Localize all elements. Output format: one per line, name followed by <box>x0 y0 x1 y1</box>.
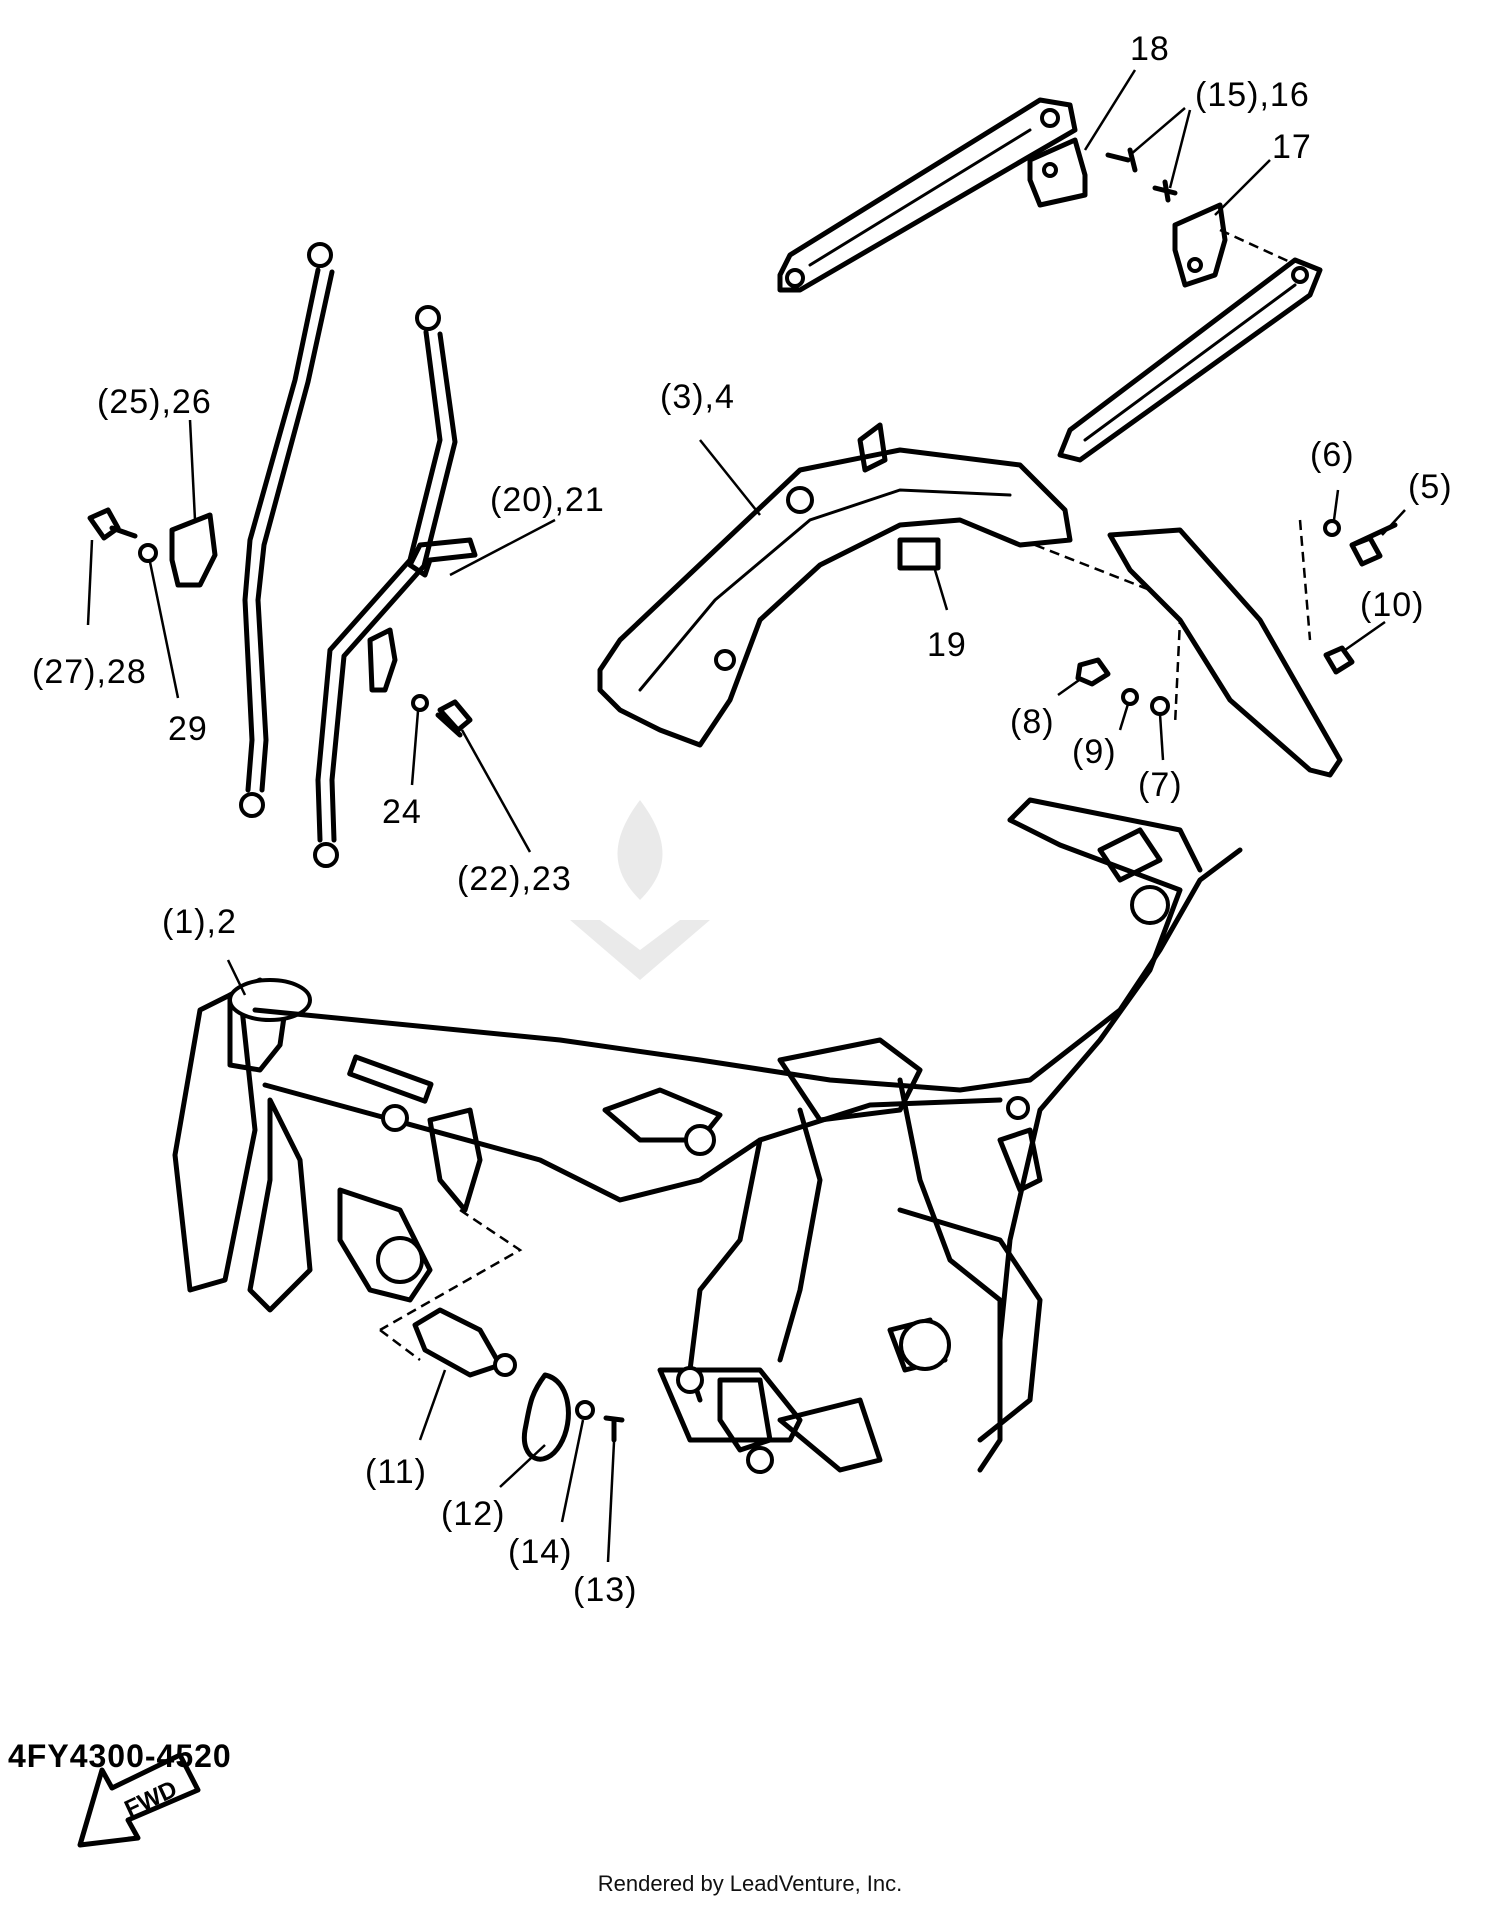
label-part-29: 29 <box>168 710 208 748</box>
washer-9 <box>1121 688 1139 706</box>
washer-6 <box>1323 519 1341 537</box>
drawing-code: 4FY4300-4520 <box>8 1738 232 1774</box>
label-part-19: 19 <box>927 626 967 664</box>
label-part-17: 17 <box>1272 128 1312 166</box>
leader-lines <box>86 69 1406 1563</box>
render-credit: Rendered by LeadVenture, Inc. <box>597 1871 903 1896</box>
label-part-24: 24 <box>382 793 422 831</box>
fwd-arrow-text: FWD <box>120 1776 181 1824</box>
bolt-27 <box>87 507 138 541</box>
label-part-6: (6) <box>1310 436 1355 474</box>
label-part-13: (13) <box>573 1571 638 1609</box>
washer-14 <box>575 1400 595 1420</box>
frame-detail-line <box>379 1208 523 1332</box>
label-part-1-2: (1),2 <box>162 903 237 941</box>
label-part-27-28: (27),28 <box>32 653 147 691</box>
nut-10 <box>1323 645 1355 675</box>
label-part-10: (10) <box>1360 586 1425 624</box>
clamp-21 <box>367 537 478 693</box>
label-part-9: (9) <box>1072 733 1117 771</box>
nut-8 <box>1075 657 1111 687</box>
label-part-15-16: (15),16 <box>1195 76 1310 114</box>
label-part-25-26: (25),26 <box>97 383 212 421</box>
brake-hose-right <box>313 305 458 868</box>
clamp-26 <box>169 512 218 588</box>
fender-mount-line <box>1034 543 1182 726</box>
grab-bar-rear <box>777 97 1078 293</box>
cover-12 <box>521 1372 571 1462</box>
bracket-18 <box>1027 137 1088 208</box>
watermark-logo <box>570 800 710 980</box>
label-part-7: (7) <box>1138 766 1183 804</box>
washer-7 <box>1150 696 1170 716</box>
bolt-16 <box>1152 179 1178 203</box>
brake-hose-left <box>239 242 335 818</box>
label-part-20-21: (20),21 <box>490 481 605 519</box>
grab-bar-front <box>1057 257 1323 463</box>
label-part-12: (12) <box>441 1495 506 1533</box>
bracket-17 <box>1172 202 1228 288</box>
label-part-22-23: (22),23 <box>457 860 572 898</box>
label-part-11: (11) <box>365 1453 427 1491</box>
label-part-8: (8) <box>1010 703 1055 741</box>
washer-24 <box>411 694 429 712</box>
bolt-5 <box>1349 522 1398 567</box>
label-part-18: 18 <box>1130 30 1170 68</box>
screw-13 <box>603 1415 625 1443</box>
rear-fender <box>597 422 1343 778</box>
label-part-3-4: (3),4 <box>660 378 735 416</box>
washer-29 <box>138 543 158 563</box>
bolt-22 <box>435 699 473 738</box>
steering-lock-11 <box>412 1307 517 1378</box>
label-part-14: (14) <box>508 1533 573 1571</box>
label-part-5: (5) <box>1408 468 1453 506</box>
main-frame <box>172 797 1243 1474</box>
